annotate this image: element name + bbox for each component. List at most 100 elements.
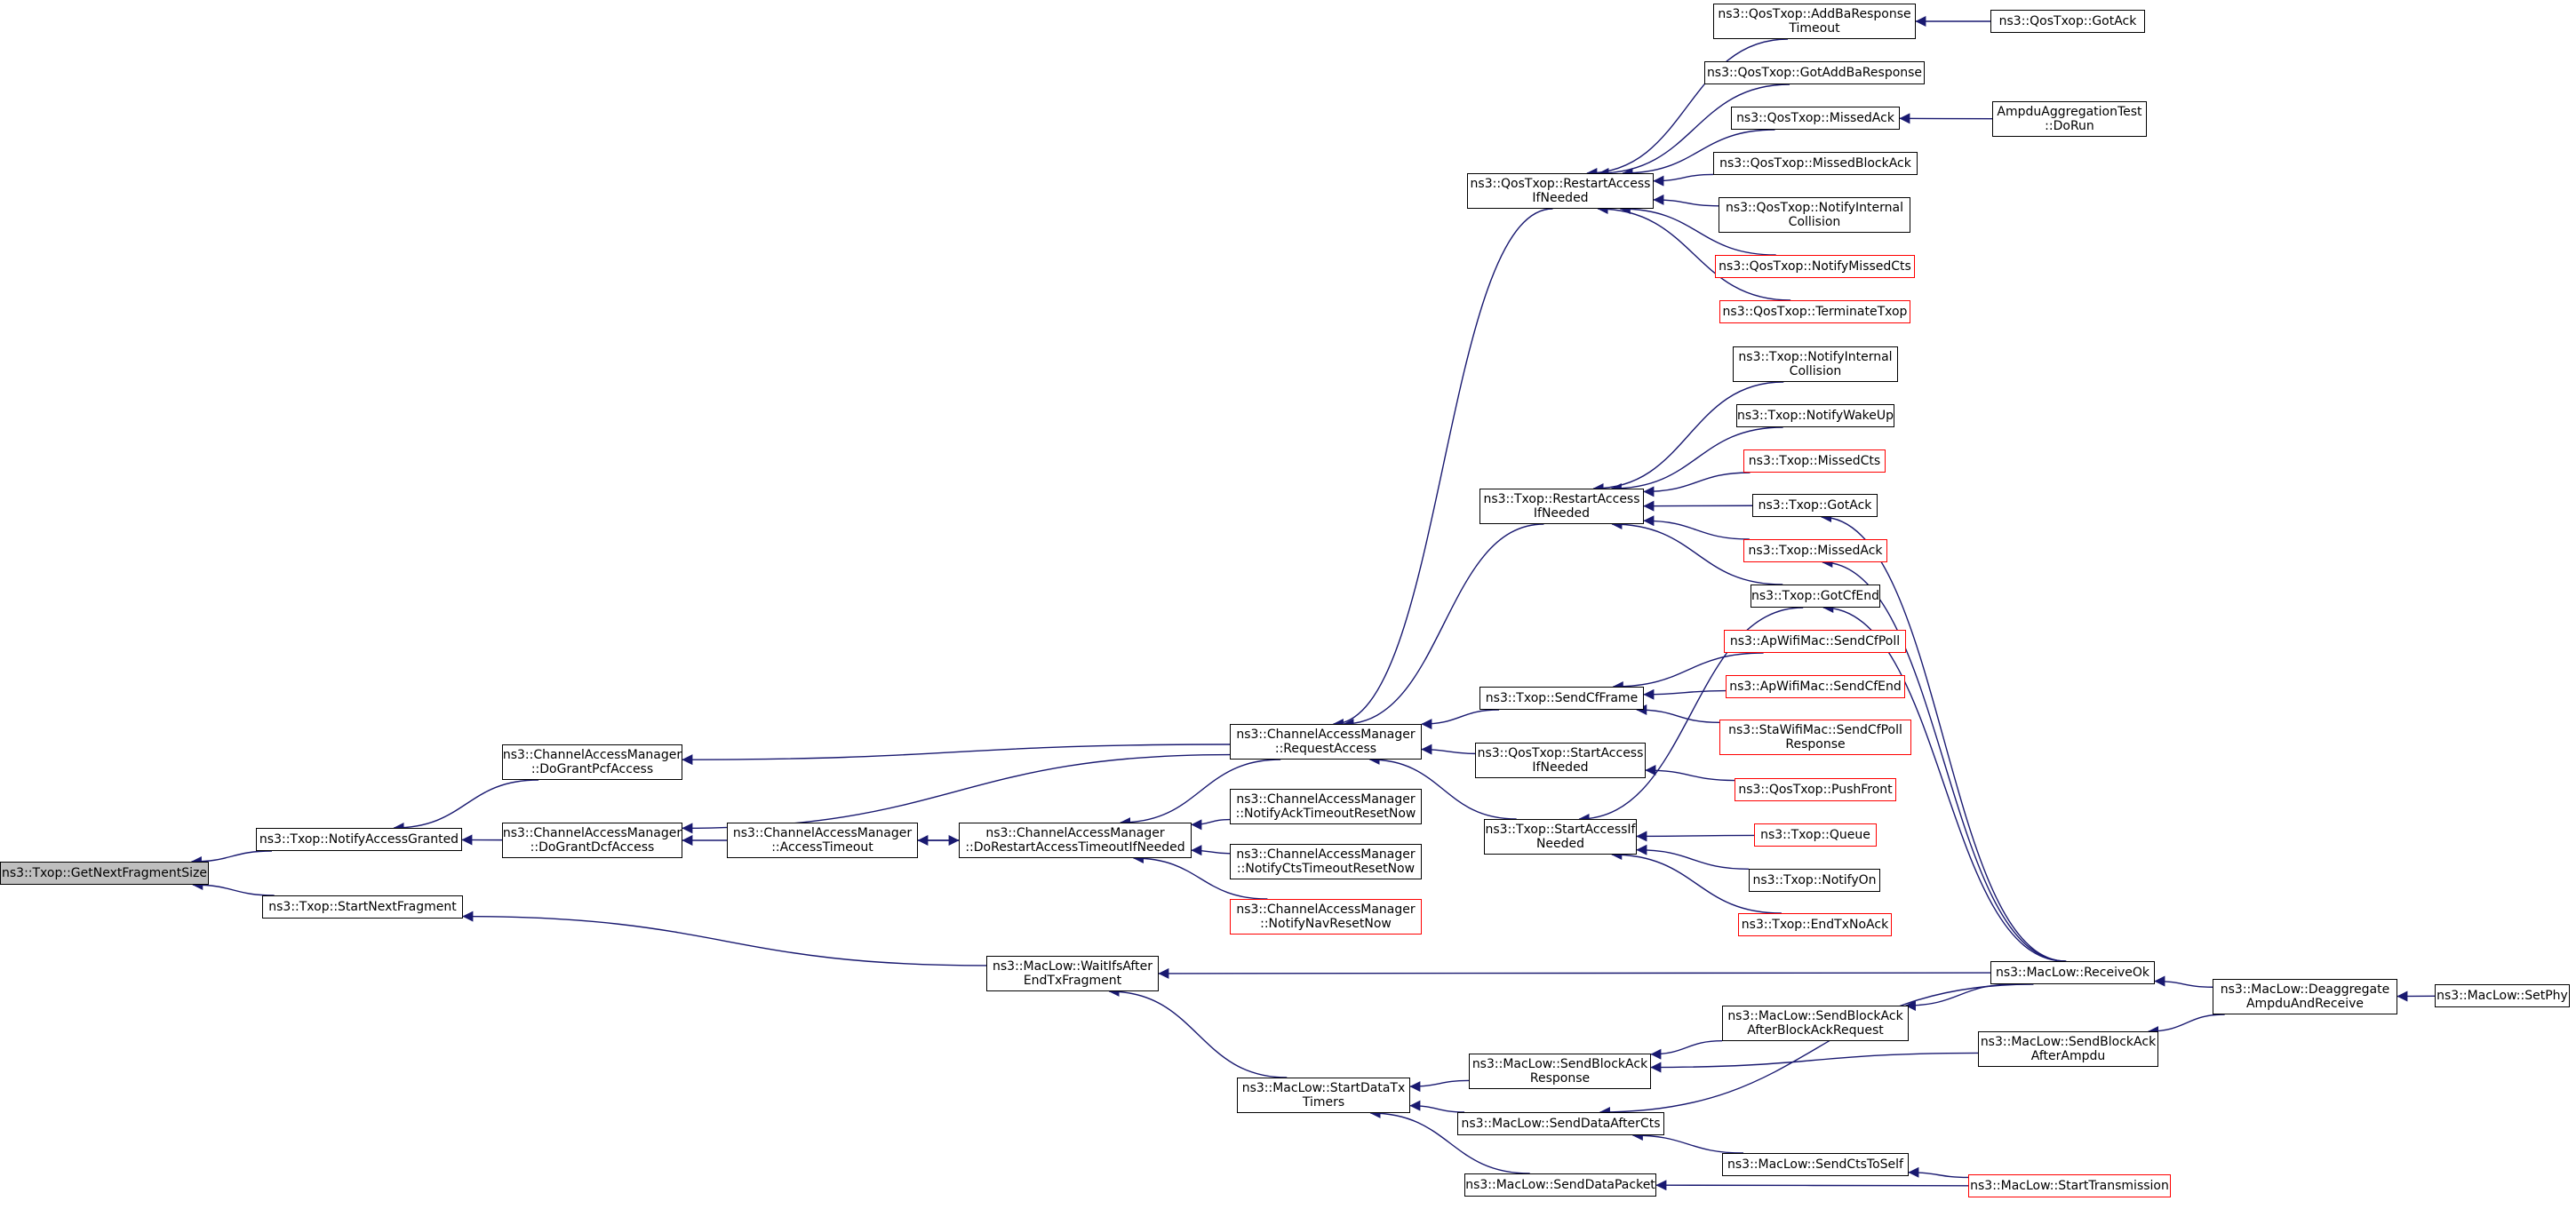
graph-node[interactable]: ns3::Txop::StartNextFragment <box>262 895 463 919</box>
graph-node[interactable]: ns3::Txop::Queue <box>1754 823 1877 847</box>
graph-node[interactable]: ns3::Txop::EndTxNoAck <box>1738 913 1892 936</box>
node-label: ns3::QosTxop::TerminateTxop <box>1722 305 1908 319</box>
call-edge <box>2148 1014 2225 1037</box>
graph-node[interactable]: ns3::QosTxop::TerminateTxop <box>1719 300 1910 323</box>
graph-node[interactable]: ns3::QosTxop::RestartAccess IfNeeded <box>1467 173 1654 209</box>
graph-node[interactable]: ns3::Txop::GetNextFragmentSize <box>0 862 209 885</box>
graph-node[interactable]: ns3::MacLow::SetPhy <box>2435 984 2570 1007</box>
graph-node[interactable]: ns3::MacLow::StartDataTx Timers <box>1237 1078 1410 1113</box>
call-edge <box>1619 203 1776 256</box>
graph-node[interactable]: ns3::MacLow::ReceiveOk <box>1990 961 2155 984</box>
call-edge <box>1158 967 1991 979</box>
node-label: ns3::Txop::GotAck <box>1758 498 1872 513</box>
node-label: ns3::MacLow::ReceiveOk <box>1995 966 2150 980</box>
graph-node[interactable]: ns3::QosTxop::AddBaResponse Timeout <box>1713 4 1916 39</box>
graph-node[interactable]: ns3::QosTxop::MissedBlockAck <box>1713 152 1918 175</box>
node-label: ns3::Txop::NotifyAccessGranted <box>259 832 459 847</box>
call-edge <box>1636 844 1750 871</box>
node-label: ns3::MacLow::SendDataPacket <box>1465 1178 1655 1192</box>
graph-node[interactable]: ns3::MacLow::SendCtsToSelf <box>1722 1153 1909 1176</box>
call-edge <box>1597 203 1791 301</box>
graph-node[interactable]: ns3::ChannelAccessManager ::NotifyCtsTim… <box>1230 844 1422 879</box>
graph-node[interactable]: ns3::Txop::NotifyAccessGranted <box>256 828 462 851</box>
graph-node[interactable]: ns3::MacLow::SendBlockAck Response <box>1469 1054 1651 1089</box>
node-label: ns3::QosTxop::MissedAck <box>1736 111 1894 125</box>
graph-node[interactable]: ns3::ChannelAccessManager ::NotifyAckTim… <box>1230 789 1422 824</box>
call-edge <box>1409 1079 1470 1093</box>
call-edge <box>1636 831 1755 842</box>
graph-node[interactable]: ns3::ChannelAccessManager ::DoGrantPcfAc… <box>502 744 682 780</box>
graph-node[interactable]: ns3::Txop::MissedAck <box>1743 539 1887 562</box>
graph-node[interactable]: ns3::MacLow::SendBlockAck AfterAmpdu <box>1978 1031 2158 1067</box>
graph-node[interactable]: ns3::Txop::StartAccessIf Needed <box>1484 819 1637 855</box>
graph-node[interactable]: AmpduAggregationTest ::DoRun <box>1992 101 2147 137</box>
call-edge <box>1631 1130 1744 1154</box>
call-edge <box>1578 607 1804 824</box>
graph-node[interactable]: ns3::ChannelAccessManager ::NotifyNavRes… <box>1230 899 1422 935</box>
node-label: ns3::Txop::MissedAck <box>1748 544 1883 558</box>
node-label: ns3::ApWifiMac::SendCfPoll <box>1729 634 1901 648</box>
call-edge <box>1636 704 1720 724</box>
graph-node[interactable]: ns3::ApWifiMac::SendCfEnd <box>1726 675 1905 698</box>
call-edge <box>1586 38 1789 179</box>
node-label: ns3::Txop::StartAccessIf Needed <box>1485 823 1636 851</box>
graph-node[interactable]: ns3::QosTxop::NotifyInternal Collision <box>1719 197 1910 233</box>
node-label: AmpduAggregationTest ::DoRun <box>1997 105 2142 133</box>
call-edge <box>1368 754 1517 820</box>
node-label: ns3::ApWifiMac::SendCfEnd <box>1729 680 1902 694</box>
call-edge <box>1612 652 1764 692</box>
graph-node[interactable]: ns3::QosTxop::StartAccess IfNeeded <box>1475 743 1646 778</box>
graph-node[interactable]: ns3::Txop::NotifyInternal Collision <box>1733 346 1898 382</box>
graph-node[interactable]: ns3::QosTxop::MissedAck <box>1731 107 1900 130</box>
node-label: ns3::QosTxop::RestartAccess IfNeeded <box>1470 177 1651 205</box>
node-label: ns3::QosTxop::NotifyMissedCts <box>1719 259 1911 274</box>
graph-node[interactable]: ns3::Txop::GotAck <box>1752 494 1878 517</box>
call-edge <box>1643 688 1727 700</box>
node-label: ns3::MacLow::StartDataTx Timers <box>1241 1081 1406 1110</box>
node-label: ns3::MacLow::Deaggregate AmpduAndReceive <box>2220 982 2390 1011</box>
graph-node[interactable]: ns3::Txop::SendCfFrame <box>1479 687 1644 710</box>
graph-node[interactable]: ns3::MacLow::SendDataAfterCts <box>1457 1112 1664 1135</box>
call-edge <box>192 879 275 896</box>
node-label: ns3::MacLow::SetPhy <box>2436 989 2568 1003</box>
node-label: ns3::Txop::RestartAccess IfNeeded <box>1483 492 1640 521</box>
call-edge <box>1369 1108 1530 1174</box>
graph-node[interactable]: ns3::Txop::MissedCts <box>1743 449 1886 473</box>
graph-node[interactable]: ns3::ChannelAccessManager ::RequestAcces… <box>1230 724 1422 760</box>
graph-node[interactable]: ns3::StaWifiMac::SendCfPoll Response <box>1719 720 1911 755</box>
node-label: ns3::QosTxop::NotifyInternal Collision <box>1725 201 1904 229</box>
call-edge <box>1421 709 1500 730</box>
graph-node[interactable]: ns3::MacLow::WaitIfsAfter EndTxFragment <box>986 956 1159 991</box>
call-edge <box>1653 194 1719 207</box>
graph-node[interactable]: ns3::Txop::NotifyWakeUp <box>1736 404 1894 427</box>
node-label: ns3::ChannelAccessManager ::AccessTimeou… <box>732 826 913 855</box>
graph-node[interactable]: ns3::ChannelAccessManager ::DoRestartAcc… <box>959 823 1192 858</box>
call-edge <box>1643 472 1751 497</box>
call-edge <box>1622 129 1775 179</box>
graph-node[interactable]: ns3::QosTxop::PushFront <box>1735 778 1896 801</box>
graph-node[interactable]: ns3::Txop::RestartAccess IfNeeded <box>1479 489 1644 524</box>
graph-node[interactable]: ns3::Txop::NotifyOn <box>1749 869 1880 892</box>
graph-node[interactable]: ns3::QosTxop::NotifyMissedCts <box>1715 255 1915 278</box>
call-edge <box>1599 983 2034 1118</box>
call-edge <box>1822 602 2065 962</box>
node-label: ns3::QosTxop::GotAck <box>1998 14 2137 28</box>
graph-node[interactable]: ns3::QosTxop::GotAddBaResponse <box>1704 61 1925 84</box>
call-edge <box>1332 208 1553 729</box>
graph-node[interactable]: ns3::Txop::GotCfEnd <box>1751 585 1880 608</box>
node-label: ns3::Txop::Queue <box>1760 828 1870 842</box>
graph-node[interactable]: ns3::MacLow::SendBlockAck AfterBlockAckR… <box>1722 1006 1909 1041</box>
graph-node[interactable]: ns3::ApWifiMac::SendCfPoll <box>1724 630 1906 653</box>
node-label: ns3::Txop::NotifyOn <box>1752 873 1877 887</box>
graph-node[interactable]: ns3::QosTxop::GotAck <box>1990 10 2145 33</box>
graph-node[interactable]: ns3::ChannelAccessManager ::AccessTimeou… <box>727 823 918 858</box>
call-edge <box>1650 1040 1723 1060</box>
graph-node[interactable]: ns3::ChannelAccessManager ::DoGrantDcfAc… <box>502 823 682 858</box>
graph-node[interactable]: ns3::MacLow::StartTransmission <box>1968 1174 2171 1197</box>
call-edge <box>1611 519 1783 585</box>
node-label: ns3::QosTxop::PushFront <box>1738 783 1893 797</box>
graph-node[interactable]: ns3::MacLow::Deaggregate AmpduAndReceive <box>2213 979 2397 1014</box>
call-edge <box>1191 818 1231 831</box>
graph-node[interactable]: ns3::MacLow::SendDataPacket <box>1464 1173 1656 1197</box>
